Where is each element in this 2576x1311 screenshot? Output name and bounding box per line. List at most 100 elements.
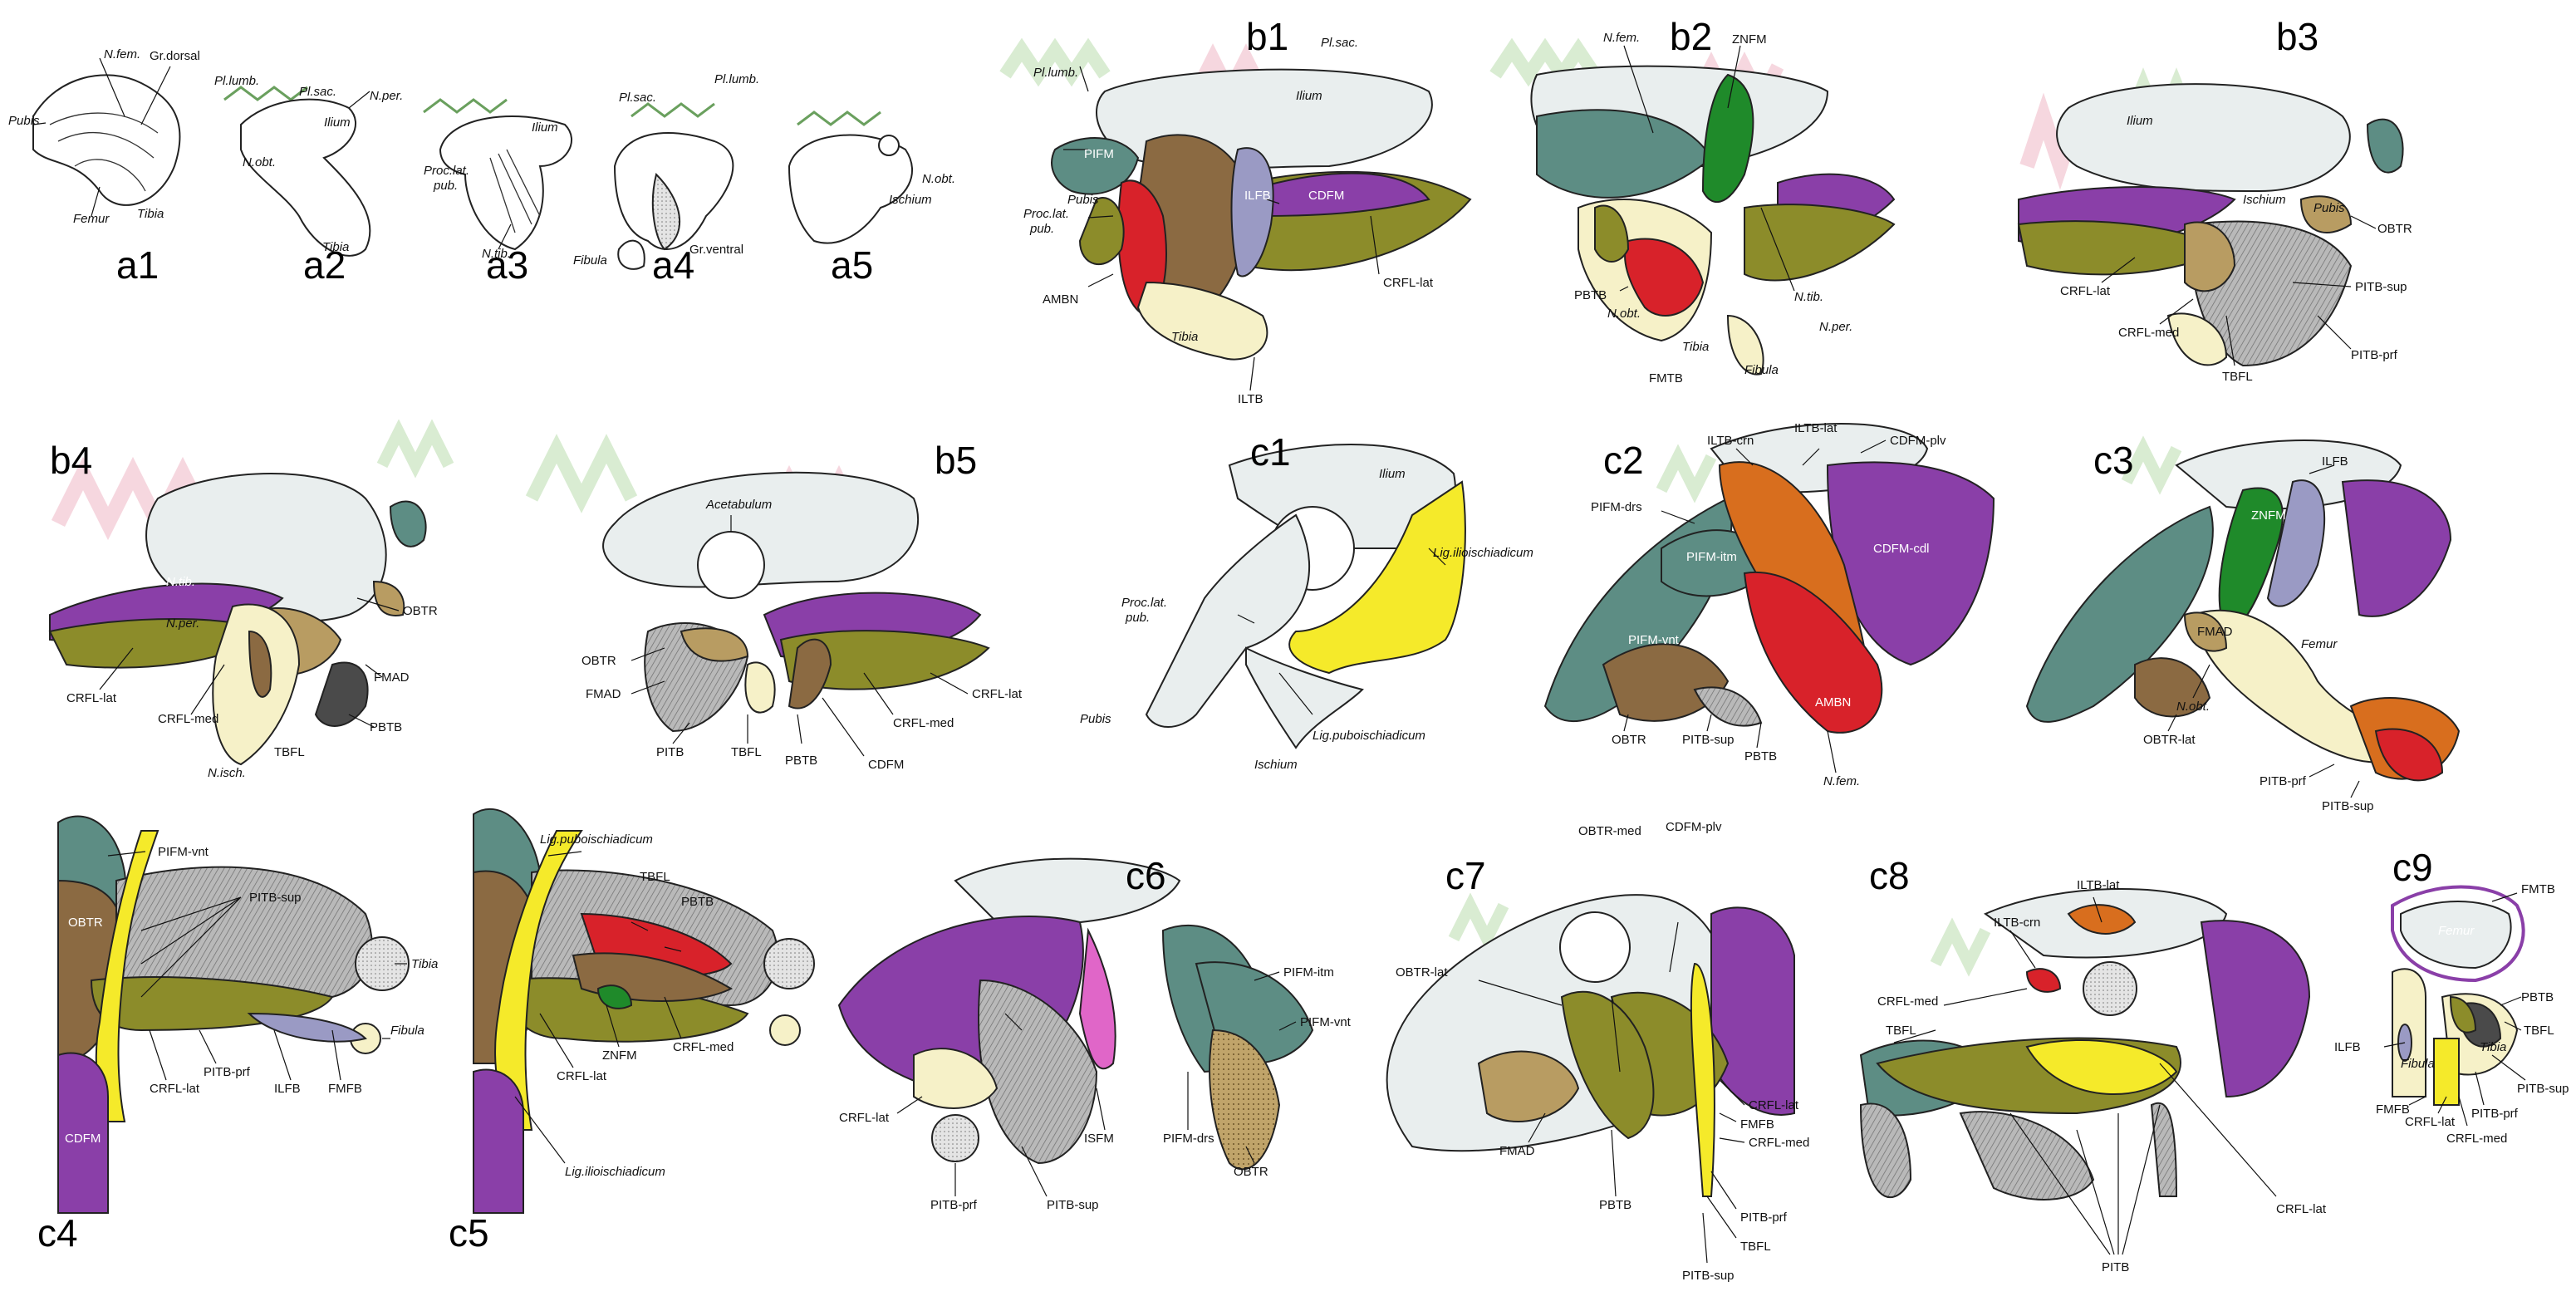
c8-label-1: ILTB-crn — [1994, 916, 2040, 930]
b2-label-8: N.per. — [1819, 320, 1852, 334]
b5-label-1: OBTR — [581, 654, 616, 668]
c2-label-6: PIFM-vnt — [1628, 633, 1680, 647]
c1-label-3: pub. — [1125, 611, 1150, 625]
b1-label-2: Ilium — [1296, 89, 1322, 103]
c9-label-9: CRFL-lat — [2405, 1115, 2456, 1129]
b2-label-7: N.tib. — [1794, 290, 1823, 304]
a3-label-1: Proc.lat. — [424, 164, 469, 178]
panel-label-c9: c9 — [2392, 846, 2433, 889]
c6-label-3: PIFM-drs — [1163, 1132, 1214, 1146]
c4-label-6: CRFL-lat — [150, 1082, 200, 1096]
panel-label-a4: a4 — [652, 243, 694, 287]
panel-b3: Ilium Ischium Pubis OBTR CRFL-lat PITB-s… — [2019, 15, 2412, 384]
panel-label-c5: c5 — [449, 1211, 489, 1255]
c9-label-6: Fibula — [2401, 1057, 2435, 1071]
panel-a4: Pl.sac. Pl.lumb. Fibula Gr.ventral a4 — [573, 72, 759, 287]
c5-label-5: CRFL-lat — [557, 1069, 607, 1083]
b5-label-3: CRFL-lat — [972, 687, 1023, 701]
c4-label-5: CDFM — [65, 1132, 101, 1146]
panel-b2: N.fem. ZNFM PBTB N.obt. Tibia FMTB Fibul… — [1495, 15, 1894, 385]
c7-label-8: PBTB — [1599, 1198, 1631, 1212]
c7-label-7: PITB-prf — [1740, 1210, 1788, 1225]
b2-label-1: ZNFM — [1732, 32, 1767, 47]
panel-a5: N.obt. Ischium a5 — [789, 112, 955, 287]
c7-label-10: PITB-sup — [1682, 1269, 1735, 1283]
c5-label-0: Lig.puboischiadicum — [540, 832, 653, 847]
c3-label-2: FMAD — [2197, 625, 2233, 639]
a2-label-1: Pl.sac. — [299, 85, 336, 99]
b2-label-2: PBTB — [1574, 288, 1607, 302]
c8-label-2: CRFL-med — [1877, 994, 1938, 1009]
a4-label-2: Fibula — [573, 253, 607, 268]
c7-label-4: FMFB — [1740, 1117, 1774, 1132]
a5-label-0: N.obt. — [922, 172, 955, 186]
panel-label-b3: b3 — [2276, 15, 2318, 58]
panel-c9: FMTB Femur PBTB ILFB TBFL Tibia Fibula P… — [2334, 846, 2569, 1146]
c2-label-8: PITB-sup — [1682, 733, 1735, 747]
b3-label-1: Ischium — [2243, 193, 2286, 207]
c2-label-4: PIFM-itm — [1686, 550, 1737, 564]
panel-label-a1: a1 — [116, 243, 159, 287]
b4-label-6: PBTB — [370, 720, 402, 734]
panel-c6: PIFM-itm PIFM-vnt CRFL-lat PIFM-drs ISFM… — [839, 854, 1352, 1212]
panel-label-b5: b5 — [935, 439, 977, 482]
c4-label-8: ILFB — [274, 1082, 301, 1096]
c6-label-5: OBTR — [1234, 1165, 1268, 1179]
b3-label-6: CRFL-med — [2118, 326, 2179, 340]
a2-label-0: Pl.lumb. — [214, 74, 259, 88]
c7-label-2: OBTR-lat — [1396, 965, 1448, 980]
b1-label-9: CRFL-lat — [1383, 276, 1434, 290]
b3-label-4: CRFL-lat — [2060, 284, 2111, 298]
c1-label-2: Proc.lat. — [1121, 596, 1167, 610]
b4-label-7: N.isch. — [208, 766, 246, 780]
panel-label-b4: b4 — [50, 439, 92, 482]
b1-label-1: Pl.sac. — [1321, 36, 1358, 50]
b2-label-6: Fibula — [1744, 363, 1779, 377]
b1-label-5: pub. — [1029, 222, 1054, 236]
c6-label-1: PIFM-vnt — [1300, 1015, 1352, 1029]
b4-label-3: CRFL-lat — [66, 691, 117, 705]
c9-label-11: CRFL-med — [2446, 1132, 2507, 1146]
b2-label-0: N.fem. — [1603, 31, 1640, 45]
panel-c2: ILTB-crn ILTB-lat CDFM-plv PIFM-drs PIFM… — [1545, 421, 1994, 788]
c7-label-6: FMAD — [1499, 1144, 1535, 1158]
b5-label-0: Acetabulum — [705, 498, 772, 512]
panel-b5: Acetabulum OBTR FMAD CRFL-lat CRFL-med P… — [532, 439, 1023, 772]
panel-a3: Ilium Proc.lat. pub. N.tib. a3 — [424, 100, 572, 287]
a1-label-4: Tibia — [137, 207, 164, 221]
b4-label-2: OBTR — [403, 604, 438, 618]
a4-label-1: Pl.lumb. — [714, 72, 759, 86]
b2-label-5: FMTB — [1649, 371, 1683, 385]
c7-label-5: CRFL-med — [1749, 1136, 1809, 1150]
c5-label-6: Lig.ilioischiadicum — [565, 1165, 665, 1179]
c5-label-2: PBTB — [681, 895, 714, 909]
panel-label-b1: b1 — [1246, 15, 1288, 58]
c5-label-3: ZNFM — [602, 1048, 637, 1063]
c6-label-6: PITB-prf — [930, 1198, 978, 1212]
c6-label-4: ISFM — [1084, 1132, 1114, 1146]
panel-label-a3: a3 — [486, 243, 528, 287]
a3-label-2: pub. — [433, 179, 458, 193]
panel-label-c6: c6 — [1126, 854, 1166, 897]
c9-label-5: Tibia — [2480, 1040, 2506, 1054]
panel-label-b2: b2 — [1670, 15, 1712, 58]
c1-label-6: Ischium — [1254, 758, 1298, 772]
panel-label-c4: c4 — [37, 1211, 78, 1255]
c1-label-4: Pubis — [1080, 712, 1111, 726]
c9-label-2: PBTB — [2521, 990, 2554, 1004]
panel-b4: N.tib. N.per. OBTR CRFL-lat FMAD CRFL-me… — [50, 432, 449, 780]
c8-label-3: TBFL — [1886, 1024, 1916, 1038]
c9-label-3: ILFB — [2334, 1040, 2361, 1054]
a4-label-0: Pl.sac. — [619, 91, 656, 105]
c7-label-0: OBTR-med — [1578, 824, 1641, 838]
c3-label-6: PITB-prf — [2260, 774, 2307, 788]
b3-label-2: Pubis — [2313, 201, 2345, 215]
c7-label-9: TBFL — [1740, 1240, 1771, 1254]
c2-label-5: CDFM-cdl — [1873, 542, 1930, 556]
c1-label-0: Ilium — [1379, 467, 1406, 481]
b4-label-4: FMAD — [374, 670, 410, 685]
panel-label-a5: a5 — [831, 243, 873, 287]
panel-b1: Pl.lumb. Pl.sac. Ilium PIFM Proc.lat. pu… — [1005, 15, 1470, 406]
c8-label-4: CRFL-lat — [2276, 1202, 2327, 1216]
b5-label-8: CDFM — [868, 758, 904, 772]
